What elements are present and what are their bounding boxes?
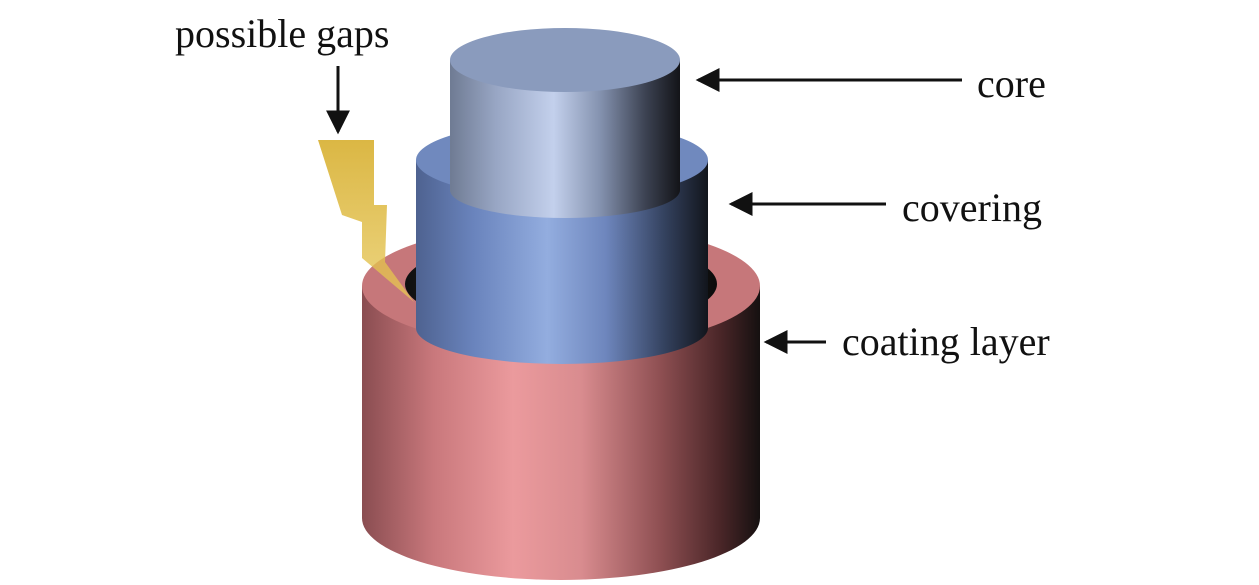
covering-label: covering <box>902 185 1042 230</box>
coating-layer-label: coating layer <box>842 319 1050 364</box>
core-body <box>450 60 680 218</box>
core-top-face <box>450 28 680 92</box>
coating-layer-body <box>362 286 760 580</box>
core-shape <box>450 28 680 218</box>
gap-lightning-icon <box>318 140 414 302</box>
possible-gaps-label: possible gaps <box>175 11 390 56</box>
core-label: core <box>977 61 1046 106</box>
